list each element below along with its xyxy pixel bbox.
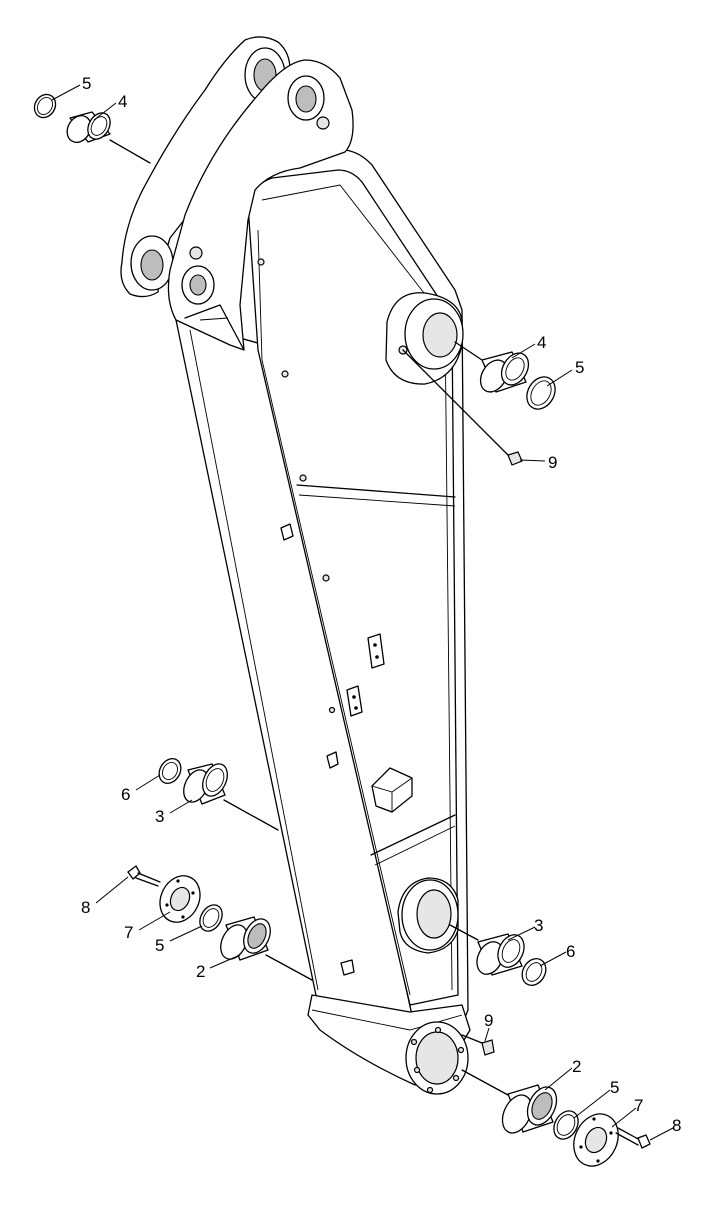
callout-2-right: 2 xyxy=(572,1057,581,1076)
excavator-arm xyxy=(120,36,471,1095)
bushing-part-3-right xyxy=(476,933,525,976)
callout-5-left: 5 xyxy=(155,936,164,955)
mounting-block xyxy=(371,767,413,813)
callout-6-right: 6 xyxy=(566,942,575,961)
front-pin-bore-top xyxy=(295,85,317,113)
bushing-part-2-left xyxy=(220,916,271,961)
callout-leaders xyxy=(51,84,674,1141)
callout-8-right: 8 xyxy=(672,1116,681,1135)
mounting-bracket-5 xyxy=(340,959,355,976)
grease-nipple-part-9-lower xyxy=(481,1039,495,1056)
callout-4-upper-right: 4 xyxy=(537,333,546,352)
callout-9-lower: 9 xyxy=(484,1011,493,1030)
retainer-plate-part-7-left xyxy=(159,875,201,923)
bushing-part-4-right xyxy=(479,351,530,393)
grease-nipple-top xyxy=(316,116,330,130)
callout-3-right: 3 xyxy=(534,916,543,935)
front-pin-bore-bottom xyxy=(189,274,207,296)
bushing-part-2-right xyxy=(501,1084,558,1134)
cylinder-boss-lower-bore xyxy=(416,889,452,939)
seal-ring-part-5-left xyxy=(199,904,223,932)
callout-2-left: 2 xyxy=(196,962,205,981)
mounting-bracket-2 xyxy=(367,633,385,669)
mounting-bracket-4 xyxy=(326,751,339,769)
rear-pin-bore-bottom xyxy=(140,249,164,281)
bucket-pin-bore xyxy=(415,1031,459,1085)
callout-4-top-left: 4 xyxy=(118,92,127,111)
seal-ring-part-5-right xyxy=(526,376,556,410)
seal-ring-part-5-lower xyxy=(553,1110,579,1140)
seal-ring-part-5 xyxy=(33,93,57,119)
callout-8-left: 8 xyxy=(81,898,90,917)
grease-nipple-part-9 xyxy=(507,451,523,466)
callout-5-lower-right: 5 xyxy=(610,1078,619,1097)
front-mount-plate xyxy=(167,59,354,351)
callout-labels: 5 4 4 5 9 6 3 8 7 5 2 3 6 9 2 5 7 8 xyxy=(81,74,681,1135)
mounting-bracket-1 xyxy=(280,523,294,541)
seal-ring-part-6-left xyxy=(158,758,182,784)
bolt-part-8-left xyxy=(127,865,161,887)
callout-7-left: 7 xyxy=(124,923,133,942)
mounting-bracket-3 xyxy=(346,685,363,717)
callout-3-left: 3 xyxy=(155,807,164,826)
bolt-part-8-right xyxy=(615,1127,651,1149)
callout-5-top-left: 5 xyxy=(82,74,91,93)
callout-5-upper-right: 5 xyxy=(575,358,584,377)
bushing-part-3-left xyxy=(183,763,228,805)
callout-7-right: 7 xyxy=(634,1096,643,1115)
seal-ring-part-6-right xyxy=(521,958,547,986)
callout-6-left: 6 xyxy=(121,785,130,804)
retainer-plate-part-7-right xyxy=(573,1113,619,1167)
bushing-part-4 xyxy=(66,111,111,143)
cylinder-boss-upper-bore xyxy=(422,312,458,358)
callout-9-upper: 9 xyxy=(548,453,557,472)
